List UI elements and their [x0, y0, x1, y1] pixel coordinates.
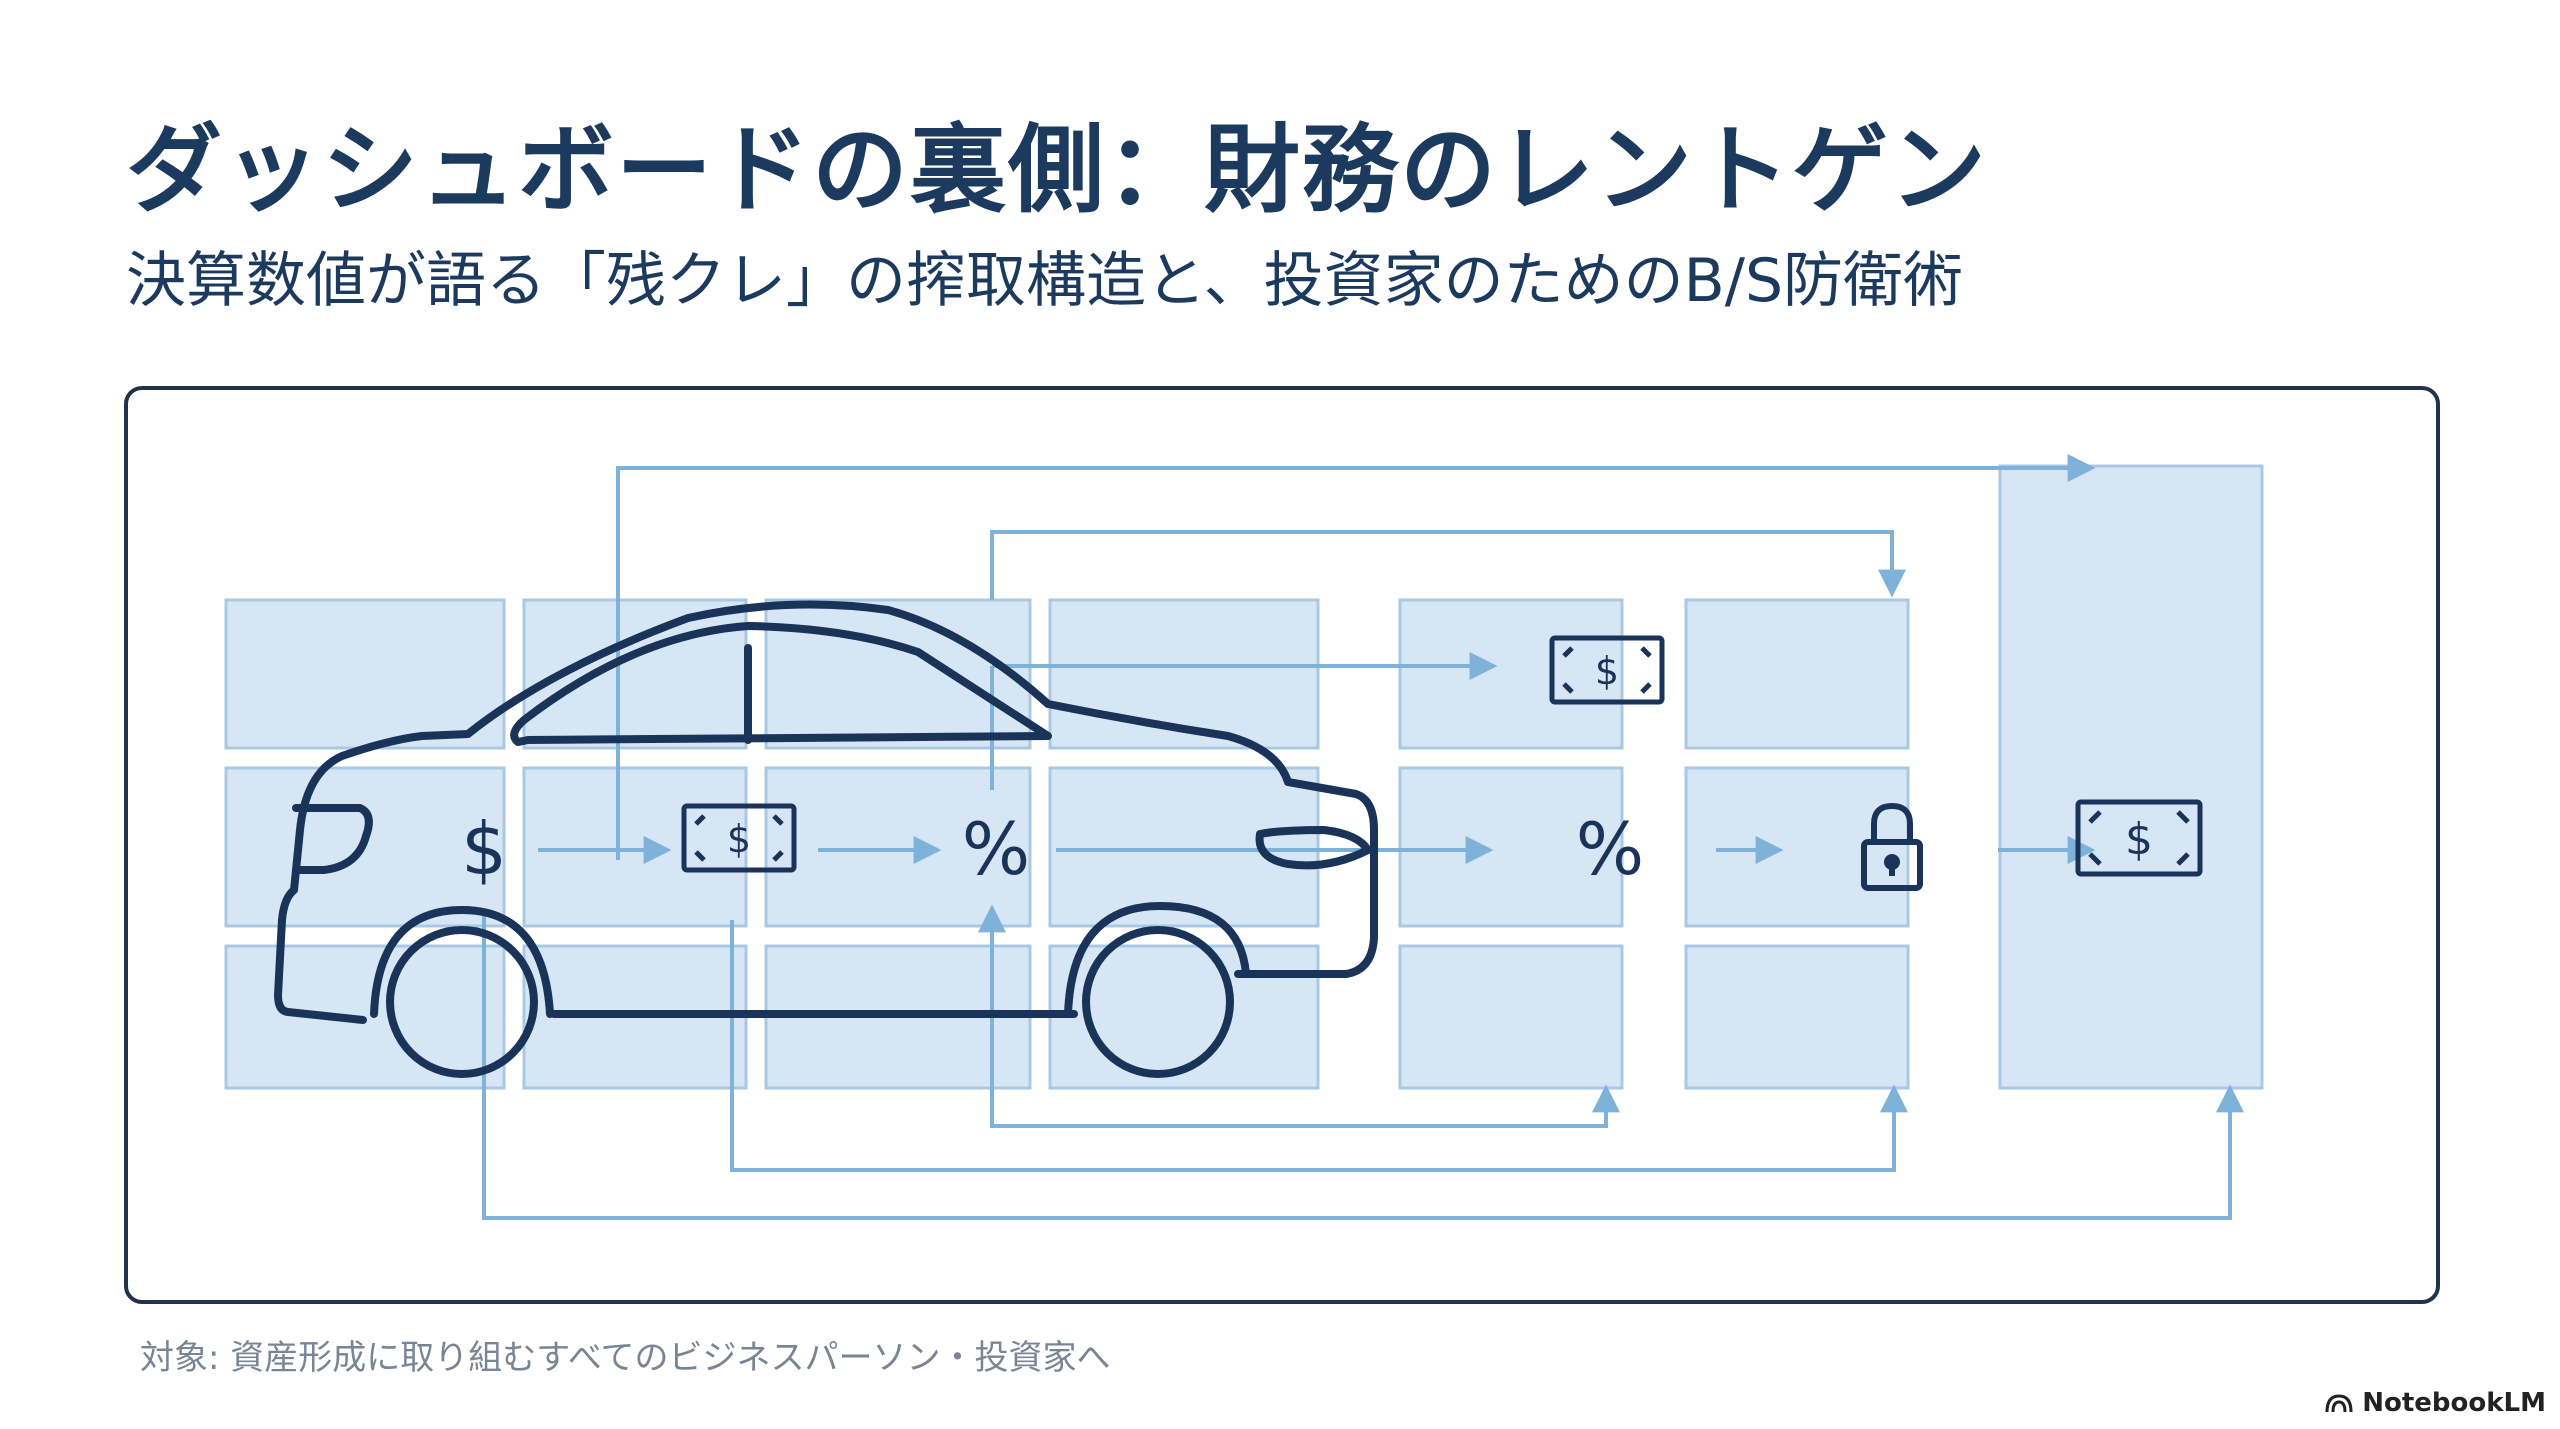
diagram-frame: $ $ % $ % $ — [124, 386, 2440, 1304]
car-body — [274, 600, 1378, 1024]
front-wheel-arch — [1064, 902, 1250, 1018]
tail-light — [292, 804, 373, 874]
page-subtitle: 決算数値が語る「残クレ」の搾取構造と、投資家のためのB/S防衛術 — [126, 246, 1964, 316]
percent-icon: % — [1576, 807, 1644, 891]
tile-c4-r2 — [1048, 766, 1320, 928]
tile-c6-r1 — [1684, 598, 1910, 750]
tile-c3-r1 — [764, 598, 1032, 750]
flow-diagram: $ $ % $ % $ — [224, 454, 2264, 1220]
page-title: ダッシュボードの裏側：財務のレントゲン — [126, 114, 1988, 226]
tile-c5-r1 — [1398, 598, 1624, 750]
svg-text:$: $ — [2125, 814, 2153, 865]
svg-text:$: $ — [1595, 649, 1619, 693]
percent-icon: % — [962, 807, 1030, 891]
front-wheel — [1082, 926, 1234, 1078]
arrow-bottom-2 — [730, 920, 1908, 1172]
arrow-bottom-3 — [482, 910, 2244, 1220]
banknote-icon: $ — [1549, 635, 1665, 705]
notebooklm-icon — [2325, 1394, 2353, 1413]
tile-c6-r3 — [1684, 944, 1910, 1090]
dollar-sign-icon: $ — [461, 807, 507, 891]
tile-c1-r1 — [224, 598, 506, 750]
tile-c2-r2 — [522, 766, 748, 928]
tile-c4-r1 — [1048, 598, 1320, 750]
tile-c5-r2 — [1398, 766, 1624, 928]
rear-wheel-arch — [370, 906, 554, 1018]
lock-icon — [1861, 802, 1923, 891]
tile-c6-r2 — [1684, 766, 1910, 928]
car-window — [510, 622, 1052, 746]
tile-c5-r3 — [1398, 944, 1624, 1090]
arrow-top-long — [616, 454, 2096, 860]
svg-text:$: $ — [727, 817, 751, 861]
flow-arrows — [482, 454, 2244, 1220]
tile-total — [1998, 464, 2264, 1090]
banknote-icon: $ — [2075, 799, 2203, 877]
audience-note: 対象: 資産形成に取り組むすべてのビジネスパーソン・投資家へ — [140, 1338, 1111, 1378]
rear-wheel — [386, 926, 538, 1078]
brand-mark: NotebookLM — [2324, 1388, 2546, 1418]
banknote-icon: $ — [681, 803, 797, 873]
tile-c3-r2 — [764, 766, 1032, 928]
car-outline — [274, 600, 1378, 1078]
brand-label: NotebookLM — [2362, 1388, 2546, 1418]
head-light — [1255, 826, 1372, 870]
arrow-top-mid — [990, 530, 1906, 600]
